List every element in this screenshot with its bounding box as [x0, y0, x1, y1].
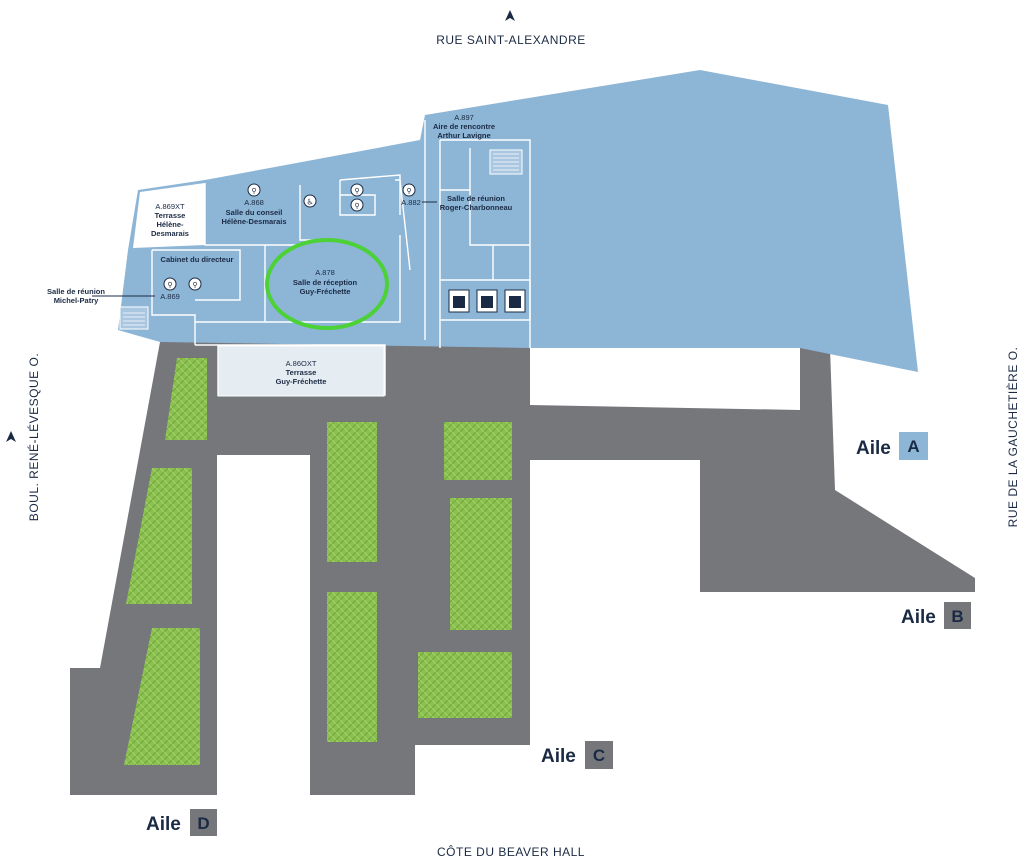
stairs-icon [119, 306, 149, 330]
restroom-icon: ⚲ [350, 198, 364, 212]
svg-text:Guy-Fréchette: Guy-Fréchette [276, 377, 327, 386]
room-a878[interactable]: A.878 Salle de réception Guy-Fréchette [293, 268, 358, 296]
room-a869xt[interactable]: A.869XT Terrasse Hélène- Desmarais [151, 202, 189, 238]
svg-text:C: C [593, 746, 605, 765]
elevator-icon [448, 289, 470, 313]
stairs-icon [489, 149, 523, 175]
svg-text:Hélène-: Hélène- [156, 220, 184, 229]
wing-a-label: Aile A [856, 432, 928, 460]
elevator-icon [504, 289, 526, 313]
wing-c-label: Aile C [541, 741, 613, 769]
room-a882[interactable]: A.882 Salle de réunion Roger-Charbonneau [401, 194, 512, 212]
svg-text:B: B [951, 607, 963, 626]
street-west: BOUL. RENÉ-LÉVESQUE O. [26, 353, 41, 521]
svg-text:D: D [197, 814, 209, 833]
svg-text:Aile: Aile [541, 746, 576, 767]
restroom-icon: ⚲ [247, 183, 261, 197]
elevator-icon [476, 289, 498, 313]
restroom-icon: ⚲ [188, 277, 202, 291]
west-arrow-icon [6, 431, 16, 442]
svg-text:Salle de réunion: Salle de réunion [47, 287, 105, 296]
restroom-icon: ⚲ [350, 183, 364, 197]
wing-d-badge [190, 809, 217, 836]
terrace-helene-desmarais [133, 183, 205, 248]
svg-text:A.86OXT: A.86OXT [286, 359, 317, 368]
svg-text:A: A [907, 437, 919, 456]
svg-text:Salle de réunion: Salle de réunion [447, 194, 505, 203]
floor-area [118, 70, 918, 372]
svg-text:Desmarais: Desmarais [151, 229, 189, 238]
svg-text:A.897: A.897 [454, 113, 474, 122]
svg-text:Aire de rencontre: Aire de rencontre [433, 122, 495, 131]
svg-text:A.869XT: A.869XT [155, 202, 185, 211]
svg-text:A.868: A.868 [244, 198, 264, 207]
restroom-icon: ⚲ [402, 183, 416, 197]
svg-text:⚲: ⚲ [192, 281, 197, 289]
svg-text:Terrasse: Terrasse [286, 368, 317, 377]
svg-text:Hélène-Desmarais: Hélène-Desmarais [221, 217, 286, 226]
svg-text:⚲: ⚲ [354, 187, 359, 195]
svg-text:A.878: A.878 [315, 268, 335, 277]
street-north: RUE SAINT-ALEXANDRE [436, 33, 586, 47]
svg-text:Aile: Aile [146, 814, 181, 835]
wing-b-badge [944, 602, 971, 629]
svg-text:A.882: A.882 [401, 198, 421, 207]
street-south: CÔTE DU BEAVER HALL [437, 844, 585, 859]
interior-walls [151, 120, 531, 396]
svg-text:Roger-Charbonneau: Roger-Charbonneau [440, 203, 513, 212]
wing-d-label: Aile D [146, 809, 217, 836]
svg-text:⚲: ⚲ [354, 202, 359, 210]
restroom-icon: ⚲ [163, 277, 177, 291]
svg-text:Salle de réception: Salle de réception [293, 278, 358, 287]
svg-text:Aile: Aile [856, 438, 891, 459]
accessible-icon: ♿ [303, 194, 317, 208]
svg-text:⚲: ⚲ [406, 187, 411, 195]
wing-c-badge [585, 741, 613, 769]
svg-text:Cabinet du directeur: Cabinet du directeur [161, 255, 234, 264]
svg-text:♿: ♿ [306, 198, 313, 207]
svg-text:⚲: ⚲ [251, 187, 256, 195]
room-a86oxt[interactable]: A.86OXT Terrasse Guy-Fréchette [276, 359, 327, 386]
building-footprint [70, 342, 975, 795]
svg-text:Arthur Lavigne: Arthur Lavigne [437, 131, 490, 140]
highlight-ellipse [265, 238, 389, 330]
svg-text:Guy-Fréchette: Guy-Fréchette [300, 287, 351, 296]
terrace-guy-frechette [217, 345, 385, 397]
room-cabinet[interactable]: Cabinet du directeur [161, 255, 234, 264]
svg-text:Aile: Aile [901, 607, 936, 628]
svg-text:⚲: ⚲ [167, 281, 172, 289]
street-east: RUE DE LA GAUCHETIÈRE O. [1005, 347, 1020, 528]
svg-text:Michel-Patry: Michel-Patry [54, 296, 99, 305]
room-a869[interactable]: Salle de réunion Michel-Patry A.869 [47, 287, 180, 305]
wing-b-label: Aile B [901, 602, 971, 629]
green-spaces [124, 358, 512, 765]
svg-text:A.869: A.869 [160, 292, 180, 301]
wing-a-badge [899, 432, 928, 460]
svg-text:Salle du conseil: Salle du conseil [226, 208, 283, 217]
room-a868[interactable]: A.868 Salle du conseil Hélène-Desmarais [221, 198, 286, 226]
room-a897[interactable]: A.897 Aire de rencontre Arthur Lavigne [433, 113, 495, 140]
svg-text:Terrasse: Terrasse [155, 211, 186, 220]
north-arrow-icon [505, 10, 515, 21]
